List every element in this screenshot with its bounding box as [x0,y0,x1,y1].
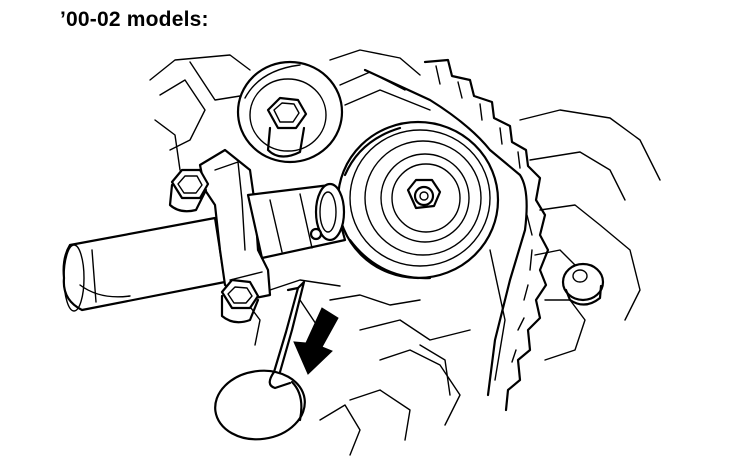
stopper-pin [214,280,306,441]
down-left-arrow-icon [293,307,339,375]
hex-bolt-tensioner-bottom [220,278,260,324]
figure-title: ’00-02 models: [60,8,209,31]
engine-block-outline [149,49,661,456]
tensioner-bracket [198,148,272,302]
hex-bolt-upper [266,96,308,158]
dowel-pin [561,262,605,306]
timing-belt [363,58,550,412]
pulley-center-bolt [406,178,442,210]
tensioner-rod [246,182,347,260]
hex-bolt-tensioner-top [168,168,210,213]
belt-guide-lines [344,89,506,381]
auto-tensioner-body [62,216,227,312]
